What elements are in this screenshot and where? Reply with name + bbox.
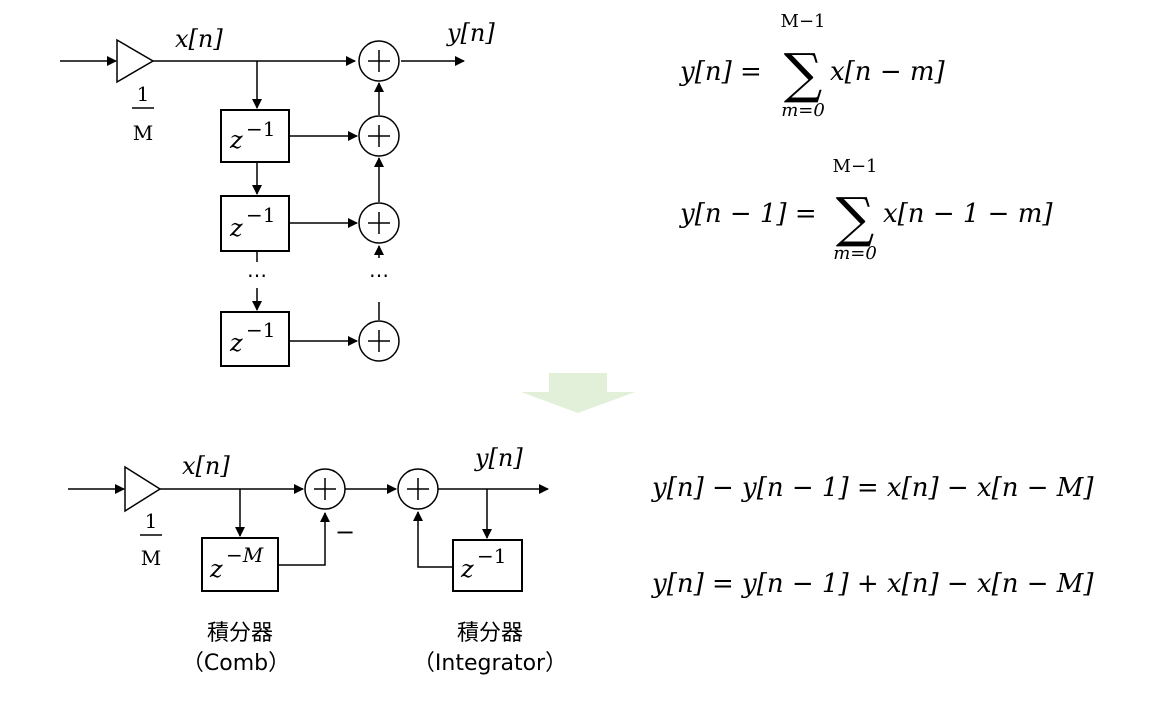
top-moving-average-diagram: 1 M x[n] y[n] ⋯ z −1 z −1 z −1 (60, 19, 495, 367)
top-delay-3: z −1 (220, 311, 290, 367)
top-gain-denominator: M (133, 121, 153, 145)
eq2-sum-upper: M−1 (833, 156, 878, 177)
delay-z: z (229, 214, 243, 242)
top-adder-1 (358, 40, 400, 82)
equation-3: y[n] − y[n − 1] = x[n] − x[n − M] (651, 473, 1094, 503)
top-left-ellipsis: ⋯ (247, 263, 267, 287)
eq2-sigma: ∑ (836, 186, 875, 249)
bottom-equations: y[n] − y[n − 1] = x[n] − x[n − M] y[n] =… (651, 473, 1094, 599)
bottom-gain-numerator: 1 (145, 509, 158, 533)
top-output-label: y[n] (446, 19, 495, 47)
delay-exponent: −1 (477, 544, 506, 568)
bottom-input-label: x[n] (182, 452, 230, 480)
integrator-caption-title: 積分器 (457, 621, 523, 646)
integrator-caption-sub: （Integrator） (413, 651, 567, 676)
integrator-adder (397, 468, 439, 510)
top-right-ellipsis: ⋯ (369, 263, 389, 287)
comb-caption-sub: （Comb） (182, 651, 290, 676)
top-delay-2: z −1 (220, 195, 290, 252)
top-equations: y[n] = M−1 ∑ m=0 x[n − m] y[n − 1] = M−1… (679, 11, 1053, 264)
eq1-sum-lower: m=0 (781, 100, 825, 121)
delay-exponent: −1 (246, 117, 275, 141)
bottom-gain-denominator: M (141, 546, 161, 570)
eq1-sum-upper: M−1 (781, 11, 826, 32)
down-arrow-icon (521, 373, 635, 413)
delay-z: z (229, 126, 243, 154)
integrator-feedback-line (413, 511, 453, 568)
comb-feedforward-line (278, 512, 330, 566)
delay-exponent: −M (226, 543, 264, 567)
comb-minus-sign: − (335, 518, 355, 546)
top-adder-3 (358, 202, 400, 244)
delay-exponent: −1 (246, 203, 275, 227)
top-gain-numerator: 1 (137, 82, 150, 106)
bottom-output-label: y[n] (474, 444, 523, 472)
eq1-lhs: y[n] = (679, 57, 762, 87)
equation-1: y[n] = M−1 ∑ m=0 x[n − m] (679, 11, 946, 121)
top-delay-1: z −1 (220, 109, 290, 163)
top-adder-4 (358, 320, 400, 362)
eq2-sum-lower: m=0 (833, 243, 877, 264)
eq1-sigma: ∑ (784, 42, 823, 105)
top-adder-2 (358, 115, 400, 157)
top-input-label: x[n] (175, 25, 223, 53)
equation-4: y[n] = y[n − 1] + x[n] − x[n − M] (651, 569, 1094, 599)
comb-adder (304, 468, 346, 510)
delay-z: z (229, 329, 243, 357)
eq1-rhs: x[n − m] (830, 57, 946, 87)
equation-2: y[n − 1] = M−1 ∑ m=0 x[n − 1 − m] (679, 156, 1053, 264)
bottom-cic-diagram: 1 M x[n] z −M − y[n] (68, 444, 567, 676)
delay-exponent: −1 (246, 318, 275, 342)
eq2-lhs: y[n − 1] = (679, 199, 817, 229)
comb-caption-title: 積分器 (207, 621, 273, 646)
integrator-delay-box: z −1 (452, 539, 523, 592)
delay-z: z (209, 555, 223, 583)
comb-delay-box: z −M (201, 537, 279, 592)
bottom-gain-triangle (124, 465, 162, 513)
eq2-rhs: x[n − 1 − m] (883, 199, 1053, 229)
delay-z: z (460, 555, 474, 583)
top-gain-triangle (116, 38, 155, 84)
